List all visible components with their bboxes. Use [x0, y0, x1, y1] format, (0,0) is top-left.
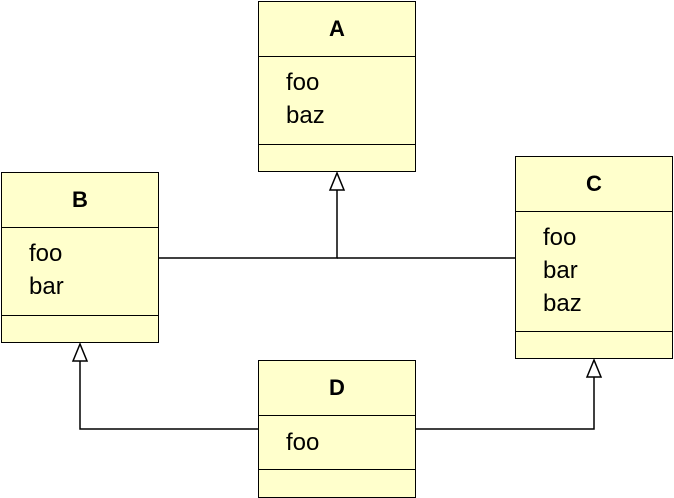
class-attributes: foo	[259, 416, 415, 470]
class-name: A	[259, 2, 415, 57]
attribute: foo	[286, 69, 320, 96]
generalization-line-b-to-a	[159, 190, 338, 259]
generalization-line-d-to-c	[416, 377, 595, 430]
class-operations	[2, 316, 158, 342]
attribute: foo	[286, 429, 320, 456]
class-operations	[259, 145, 415, 171]
attribute: baz	[543, 290, 582, 317]
generalization-arrowhead-a	[328, 171, 346, 191]
generalization-arrowhead-c	[585, 358, 603, 378]
class-c[interactable]: C foo bar baz	[515, 156, 673, 359]
class-operations	[259, 470, 415, 497]
class-b[interactable]: B foo bar	[1, 172, 159, 343]
attribute: bar	[29, 273, 64, 300]
class-name: B	[2, 173, 158, 228]
attribute: foo	[543, 224, 577, 251]
class-name: C	[516, 157, 672, 212]
class-d[interactable]: D foo	[258, 360, 416, 498]
class-a[interactable]: A foo baz	[258, 1, 416, 172]
generalization-line-d-to-b	[79, 361, 258, 430]
class-name: D	[259, 361, 415, 416]
generalization-arrowhead-b	[71, 342, 89, 362]
class-attributes: foo bar	[2, 228, 158, 316]
class-operations	[516, 332, 672, 358]
attribute: bar	[543, 257, 578, 284]
class-attributes: foo baz	[259, 57, 415, 145]
attribute: baz	[286, 102, 325, 129]
class-attributes: foo bar baz	[516, 212, 672, 332]
attribute: foo	[29, 240, 63, 267]
